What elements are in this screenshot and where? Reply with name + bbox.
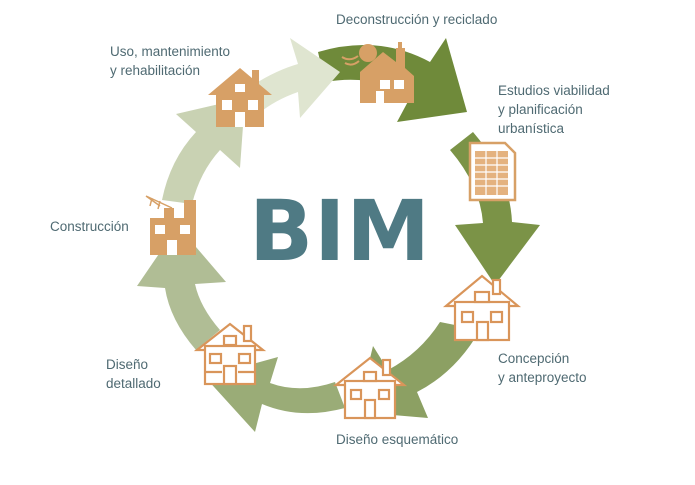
stage-label-schematic: Diseño esquemático <box>336 432 459 447</box>
stage-label-use: Uso, mantenimiento y rehabilitación <box>110 44 231 78</box>
construction-crane-icon <box>145 195 196 255</box>
house-icon <box>208 68 272 127</box>
center-title: BIM <box>249 182 431 280</box>
house-detailed-icon <box>193 322 267 386</box>
stage-label-feasibility: Estudios viabilidad y planificación urba… <box>498 83 610 136</box>
stage-label-deconstruction: Deconstrucción y reciclado <box>336 12 498 27</box>
stage-label-concept: Concepción y anteproyecto <box>498 351 587 385</box>
stage-label-construction: Construcción <box>50 219 129 234</box>
cycle-arrow-use-to-deconstruction <box>240 38 340 118</box>
house-sketch-icon <box>442 274 522 342</box>
document-icon <box>468 141 517 202</box>
cycle-arrow-detailed-to-construction <box>137 226 226 350</box>
stage-label-detailed: Diseño detallado <box>106 357 161 391</box>
house-drawing-icon <box>332 356 408 420</box>
demolition-icon <box>341 42 414 103</box>
